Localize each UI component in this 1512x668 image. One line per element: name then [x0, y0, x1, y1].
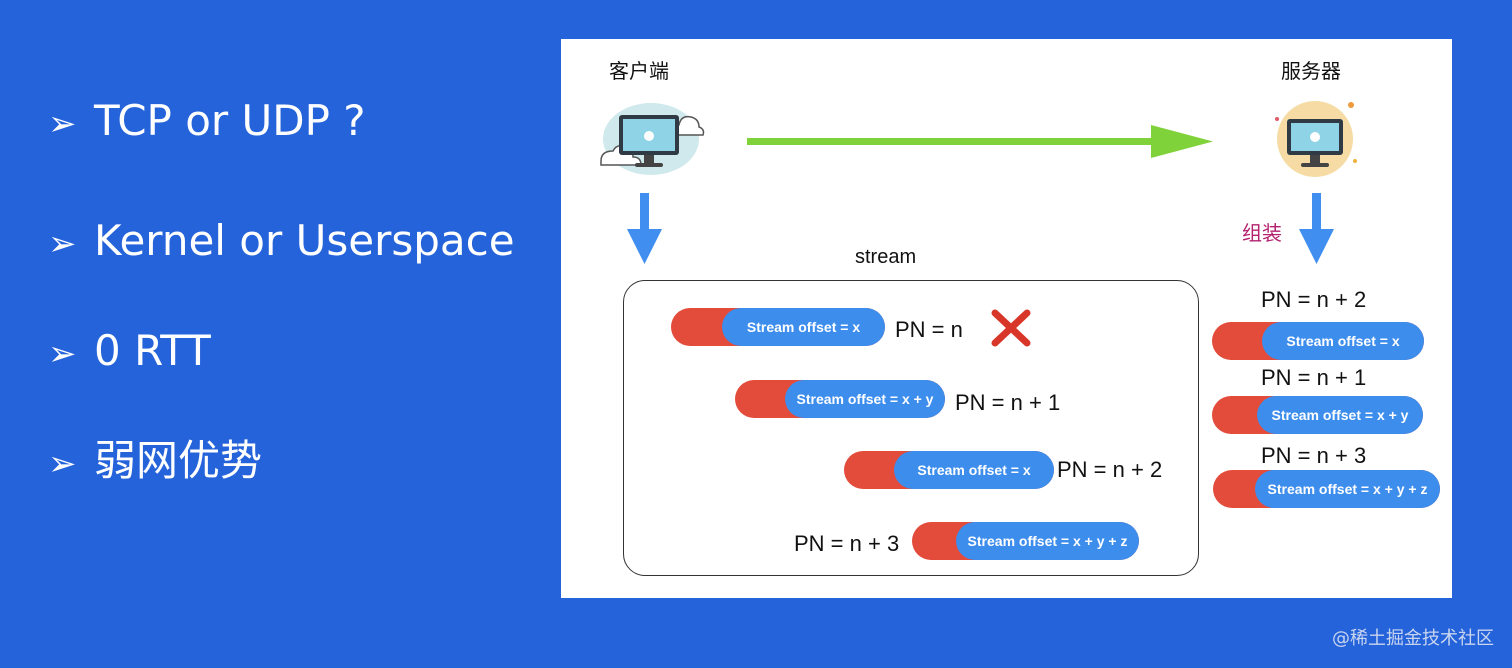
packet-number: PN = n + 1	[1261, 365, 1366, 391]
client-label: 客户端	[609, 55, 669, 84]
stream-label: stream	[855, 246, 916, 269]
packet-number: PN = n + 3	[794, 531, 899, 557]
transfer-arrow-icon	[747, 125, 1215, 159]
stream-offset-label: Stream offset = x	[894, 451, 1054, 489]
watermark: @稀土掘金技术社区	[1332, 624, 1494, 650]
packet: Stream offset = x	[671, 308, 885, 346]
arrow-bullet-icon: ➢	[48, 227, 94, 261]
packet: Stream offset = x + y + z	[912, 522, 1139, 560]
client-computer-icon	[597, 95, 705, 179]
down-arrow-icon	[627, 193, 663, 265]
stream-offset-label: Stream offset = x + y	[785, 380, 945, 418]
arrow-bullet-icon: ➢	[48, 107, 94, 141]
packet: Stream offset = x	[844, 451, 1054, 489]
arrow-bullet-icon: ➢	[48, 337, 94, 371]
packet: Stream offset = x + y	[1212, 396, 1423, 434]
down-arrow-icon	[1299, 193, 1335, 265]
stream-offset-label: Stream offset = x	[1262, 322, 1424, 360]
bullet-text: Kernel or Userspace	[94, 216, 515, 265]
packet: Stream offset = x + y + z	[1213, 470, 1440, 508]
lost-x-icon	[991, 309, 1031, 347]
packet-number: PN = n + 2	[1057, 457, 1162, 483]
packet-number: PN = n + 3	[1261, 443, 1366, 469]
stream-offset-label: Stream offset = x + y	[1257, 396, 1423, 434]
bullet-0-rtt: ➢0 RTT	[48, 330, 211, 372]
packet-number: PN = n	[895, 317, 963, 343]
bullet-text: 0 RTT	[94, 326, 211, 375]
packet: Stream offset = x	[1212, 322, 1424, 360]
bullet-tcp-udp: ➢TCP or UDP ?	[48, 100, 366, 142]
assemble-label: 组装	[1242, 217, 1282, 246]
server-label: 服务器	[1281, 55, 1341, 84]
bullet-weak-network: ➢弱网优势	[48, 440, 262, 482]
bullet-kernel-userspace: ➢Kernel or Userspace	[48, 220, 515, 262]
bullet-text: 弱网优势	[94, 436, 262, 485]
diagram-panel: 客户端 服务器 组装 stream	[561, 39, 1452, 598]
stream-offset-label: Stream offset = x + y + z	[1255, 470, 1440, 508]
stream-offset-label: Stream offset = x + y + z	[956, 522, 1139, 560]
packet: Stream offset = x + y	[735, 380, 945, 418]
server-computer-icon	[1271, 97, 1361, 183]
packet-number: PN = n + 2	[1261, 287, 1366, 313]
packet-number: PN = n + 1	[955, 390, 1060, 416]
bullet-text: TCP or UDP ?	[94, 96, 366, 145]
stream-offset-label: Stream offset = x	[722, 308, 885, 346]
arrow-bullet-icon: ➢	[48, 447, 94, 481]
